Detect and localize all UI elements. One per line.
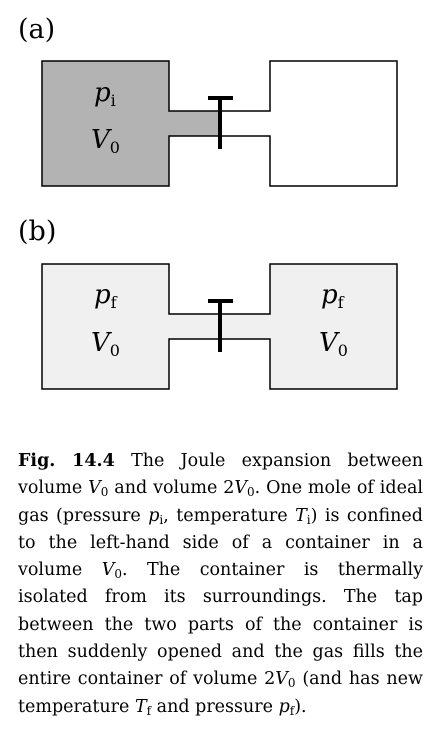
joule-expansion-diagram: (a) pi V0 (b) pf V0 pf V0 bbox=[18, 14, 398, 390]
panel-a-label: (a) bbox=[18, 14, 55, 45]
panel-a-right-chamber bbox=[220, 60, 398, 187]
panel-a-volume-label: V0 bbox=[91, 125, 120, 157]
panel-b-container: pf V0 pf V0 bbox=[41, 263, 398, 390]
figure-label: Fig. 14.4 bbox=[18, 451, 115, 471]
figure-caption: Fig. 14.4 The Joule expansion between vo… bbox=[18, 451, 423, 718]
panel-b-right-volume-label: V0 bbox=[319, 328, 348, 360]
panel-a-container: pi V0 bbox=[41, 60, 398, 187]
panel-b-label: (b) bbox=[18, 216, 56, 247]
panel-b-left-pressure-label: pf bbox=[94, 280, 118, 312]
panel-b-tap bbox=[208, 299, 233, 352]
panel-b-left-volume-label: V0 bbox=[91, 328, 120, 360]
panel-a-left-chamber bbox=[41, 60, 221, 187]
panel-a-pressure-label: pi bbox=[94, 78, 116, 110]
panel-a-tap bbox=[208, 96, 233, 149]
panel-b-right-pressure-label: pf bbox=[321, 280, 345, 312]
